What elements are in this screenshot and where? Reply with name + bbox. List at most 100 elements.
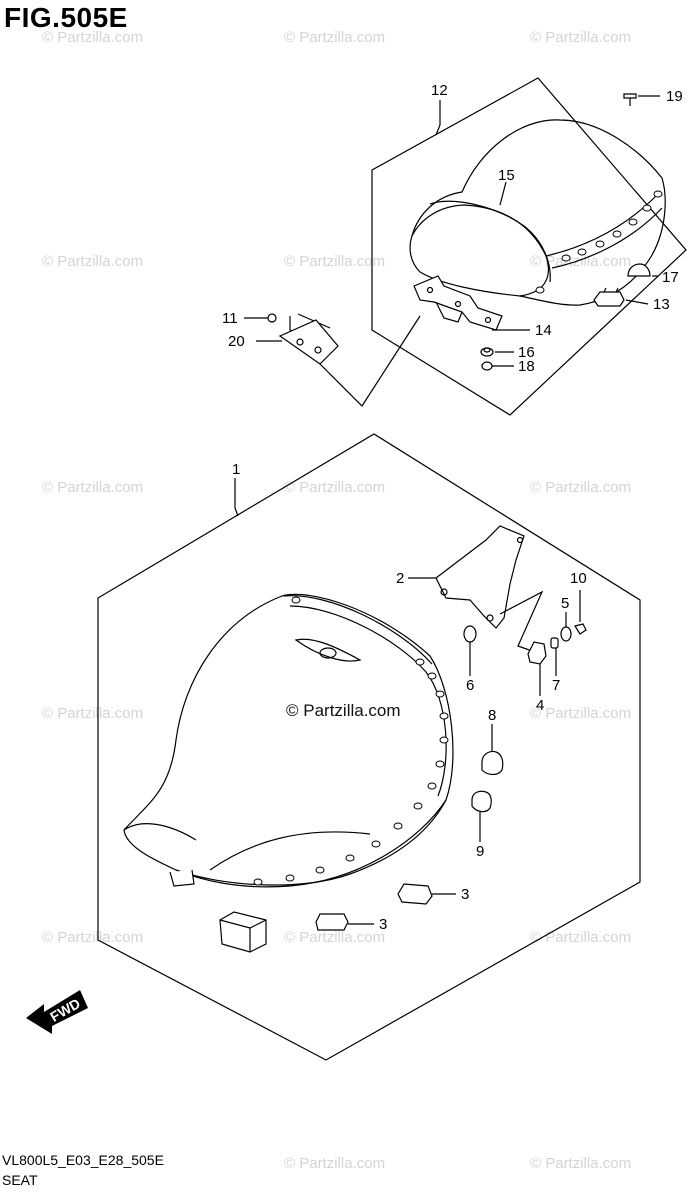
main-seat-frame	[97, 433, 641, 1061]
rivet-icon	[427, 782, 437, 790]
clip-13-tab	[603, 287, 607, 293]
pillion-seat-welt-lower	[551, 207, 663, 269]
pillion-seat-edge	[429, 200, 551, 283]
callout-labels: 1 2 3 3 4 5 6 7 8 9 10 11 12 13 14 15 16…	[222, 82, 683, 933]
rivet-icon	[253, 878, 263, 886]
callout-1: 1	[232, 461, 240, 478]
callout-4: 4	[536, 697, 544, 714]
bracket-hole-icon	[484, 316, 492, 324]
main-seat-outline	[123, 593, 454, 888]
cushion-17-icon	[627, 263, 651, 277]
watermark-text: © Partzilla.com	[284, 479, 385, 496]
watermark-layer: © Partzilla.com © Partzilla.com © Partzi…	[42, 29, 631, 1172]
watermark-text: © Partzilla.com	[284, 929, 385, 946]
callout-20: 20	[228, 333, 245, 350]
callout-11: 11	[222, 310, 238, 327]
rear-seat-frame	[371, 77, 687, 416]
diagram-name: SEAT	[2, 1172, 38, 1188]
pillion-seat-outline	[409, 119, 666, 306]
rivet-icon	[435, 690, 445, 698]
callout-10: 10	[570, 570, 587, 587]
fuse-block-body	[219, 911, 267, 953]
bracket-hole-icon	[440, 588, 448, 596]
bracket-hole-icon	[454, 300, 462, 308]
pillion-seat	[409, 119, 666, 306]
handle-hole-icon	[296, 338, 304, 346]
grab-handle-group	[244, 313, 421, 407]
callout-16: 16	[518, 344, 535, 361]
watermark-text: © Partzilla.com	[42, 929, 143, 946]
main-seat-inner-rim	[289, 605, 447, 797]
cushion-9-icon	[471, 790, 492, 813]
fwd-arrow: FWD	[26, 990, 88, 1034]
clip-13-tab	[615, 287, 619, 293]
diagram-code: VL800L5_E03_E28_505E	[2, 1152, 164, 1168]
rivet-icon	[415, 658, 425, 666]
rivet-icon	[345, 854, 355, 862]
callout-2: 2	[396, 570, 404, 587]
watermark-text: © Partzilla.com	[284, 1155, 385, 1172]
callout-3a: 3	[461, 886, 469, 903]
rivet-icon	[535, 286, 545, 294]
collar-7-icon	[550, 637, 559, 649]
leader-line-15	[499, 181, 507, 206]
watermark-text: © Partzilla.com	[530, 29, 631, 46]
washer-6-icon	[463, 625, 477, 643]
bracket-tab	[435, 301, 463, 323]
watermark-text: © Partzilla.com	[284, 253, 385, 270]
watermark-text: © Partzilla.com	[42, 29, 143, 46]
main-seat-nose	[123, 823, 197, 841]
figure-title: FIG.505E	[4, 2, 128, 33]
watermark-text: © Partzilla.com	[42, 705, 143, 722]
callout-13: 13	[653, 296, 670, 313]
emblem-center-icon	[319, 647, 337, 659]
rivet-icon	[595, 240, 605, 248]
bolt-11-icon	[267, 313, 277, 323]
main-seat-rim	[283, 595, 433, 665]
rivet-icon	[439, 736, 449, 744]
rivet-icon	[561, 254, 571, 262]
screw-19-head	[623, 93, 637, 99]
rivet-icon	[393, 822, 403, 830]
callout-5: 5	[561, 595, 569, 612]
callout-8: 8	[488, 707, 496, 724]
callout-19: 19	[666, 88, 683, 105]
rivet-icon	[628, 218, 638, 226]
callout-7: 7	[552, 677, 560, 694]
clip-4-icon	[527, 641, 547, 665]
nut-18-icon	[481, 361, 493, 371]
main-seat	[123, 593, 454, 888]
rivet-icon	[315, 866, 325, 874]
watermark-text: © Partzilla.com	[530, 929, 631, 946]
main-seat-bottom-welt	[175, 799, 447, 886]
leader-line-12-tick	[435, 124, 441, 136]
rivet-icon	[577, 248, 587, 256]
handle-hole-icon	[314, 346, 322, 354]
rivet-icon	[291, 596, 301, 604]
callout-17: 17	[662, 269, 679, 286]
handle-plate	[278, 319, 339, 365]
rear-seat-group	[371, 77, 687, 416]
watermark-text: © Partzilla.com	[42, 253, 143, 270]
fuse-block	[219, 911, 267, 953]
nut-16-hole	[483, 347, 491, 353]
cushion-8-icon	[481, 750, 504, 776]
pillion-bracket-plate	[413, 275, 503, 331]
rivet-icon	[427, 672, 437, 680]
callout-3b: 3	[379, 916, 387, 933]
callout-15: 15	[498, 167, 515, 184]
clip-3a-icon	[397, 883, 433, 905]
callout-12: 12	[431, 82, 448, 99]
seat-bracket	[435, 525, 525, 629]
washer-5-icon	[560, 626, 572, 642]
connector-line	[319, 315, 421, 407]
callout-9: 9	[476, 843, 484, 860]
main-seat-group	[97, 433, 641, 1061]
watermark-text: © Partzilla.com	[42, 479, 143, 496]
leader-line-1-tick	[234, 507, 239, 517]
leader-line-13	[625, 299, 649, 305]
rivet-icon	[371, 840, 381, 848]
seat-bracket-plate	[435, 525, 525, 629]
rivet-icon	[612, 230, 622, 238]
watermark-text: © Partzilla.com	[284, 29, 385, 46]
